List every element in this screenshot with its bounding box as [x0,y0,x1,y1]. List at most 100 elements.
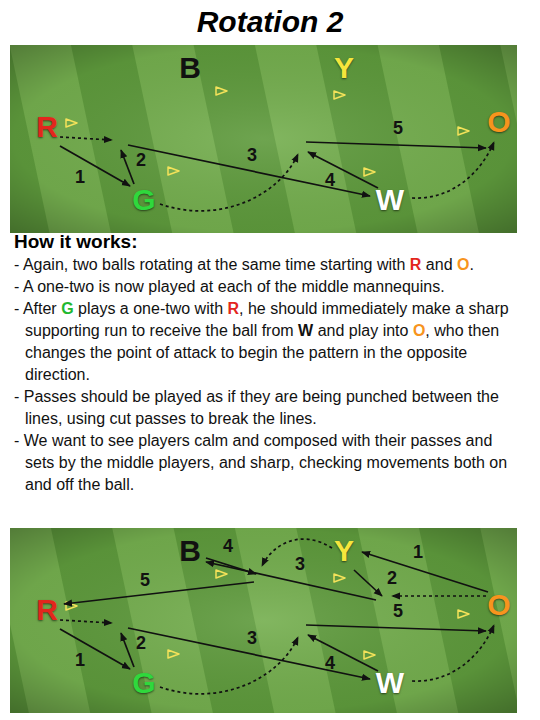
text-run: play [349,322,378,339]
text-run: , [239,300,248,317]
text-run: cut [110,410,131,427]
grass-field [10,528,517,713]
text-run: . [440,278,444,295]
text-run [464,322,468,339]
text-run: they [240,388,270,405]
text-run: of [156,344,169,361]
player-letter: B [179,536,201,566]
text-run [281,256,285,273]
text-run: and [426,256,453,273]
text-run [252,278,256,295]
text-run: who [434,322,463,339]
text-run: players [138,432,190,449]
pass-number: 4 [223,537,233,555]
text-run: as [206,388,223,405]
text-run: immediately [322,300,407,317]
text-run [202,388,206,405]
text-run [100,476,104,493]
field-shading [10,528,517,713]
text-run [316,256,320,273]
text-run [154,454,158,471]
pass-number: 3 [247,146,257,164]
text-run [362,454,366,471]
text-run: the [253,410,275,427]
text-run: the [477,388,499,405]
mannequin [458,127,469,135]
text-run: checking [299,454,362,471]
text-run: passes [135,410,186,427]
text-run: should [270,300,317,317]
text-run [151,344,155,361]
text-run: W [298,322,313,339]
mannequin [168,650,179,658]
text-run [378,322,382,339]
text-run [144,278,148,295]
bullet-note: - A one-two is now played at each of the… [14,276,522,298]
text-run: then [468,322,499,339]
run-arrow [60,620,112,623]
pass-arrows [60,620,494,694]
run-arrow [412,625,494,681]
text-run: on [489,454,507,471]
mannequin [168,167,179,175]
text-run: in [363,344,375,361]
text-run: time [285,256,315,273]
text-run: - [14,432,24,449]
text-run: receive [150,322,202,339]
pass-arrow [60,629,130,669]
text-run: into [383,322,409,339]
text-run: . [130,476,134,493]
text-run: . [312,410,316,427]
text-run: pattern [309,344,359,361]
text-run [86,432,90,449]
text-run: are [275,388,298,405]
text-run [349,278,353,295]
text-run: . [85,366,89,383]
text-run: played [155,388,202,405]
text-run: a [120,300,129,317]
text-run: and [219,454,246,471]
text-run: from [262,322,294,339]
text-run: O [413,322,425,339]
pass-arrow [121,633,134,667]
pass-arrow [308,152,378,188]
text-run [421,256,425,273]
pass-number: 5 [393,119,403,137]
text-run: opposite [407,344,468,361]
player-letter: B [179,53,201,83]
text-run: - [64,278,69,295]
text-run: ball [232,322,257,339]
mannequin [216,87,227,95]
text-run [145,322,149,339]
text-run [461,432,465,449]
text-run [54,454,58,471]
text-run [190,432,194,449]
text-run: lines [25,410,58,427]
text-run [298,388,302,405]
text-run [131,410,135,427]
text-run: A [23,278,33,295]
text-run: supporting [25,322,100,339]
text-run: to [221,344,234,361]
mannequin [334,574,345,582]
text-run [376,344,380,361]
text-run [48,432,52,449]
text-run: by [59,454,76,471]
text-run: , [290,454,299,471]
player-letter: G [132,185,155,215]
text-run [359,344,363,361]
bullet-note: - Again, two balls rotating at the same … [14,254,522,276]
text-run: at [200,278,213,295]
text-run: , [64,256,73,273]
pass-arrows [64,539,488,604]
text-run: plays [78,300,115,317]
text-run [216,344,220,361]
player-letter: Y [334,53,354,83]
text-run: , [58,410,67,427]
text-run [213,278,217,295]
text-run: . [469,256,473,273]
text-run [270,388,274,405]
text-run [338,432,342,449]
pass-arrow [60,146,130,186]
text-run: one [133,300,160,317]
